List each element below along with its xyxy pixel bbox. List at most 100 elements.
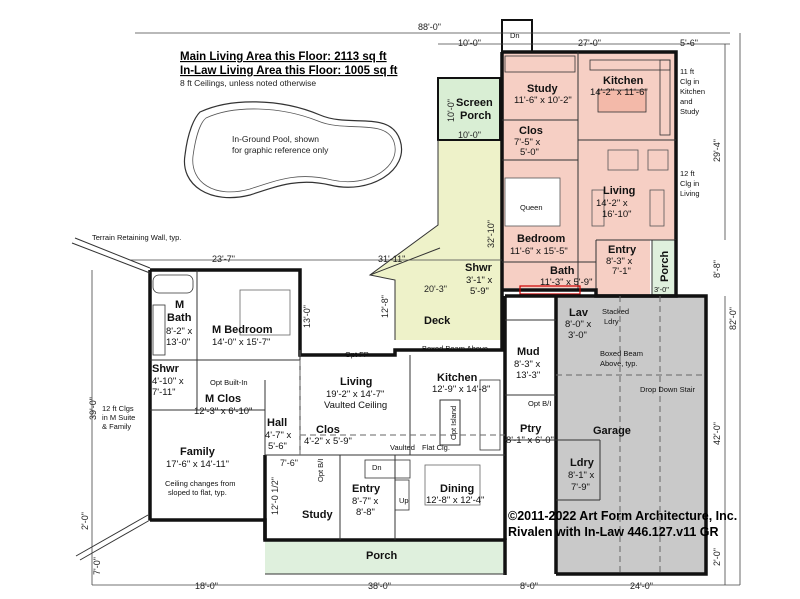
svg-text:5'-0": 5'-0": [520, 147, 539, 158]
deck-fill: [370, 130, 502, 340]
svg-text:8'-0" x: 8'-0" x: [565, 319, 592, 330]
svg-text:Opt B/I: Opt B/I: [528, 399, 551, 408]
dim-mbed-h: 13'-0": [302, 305, 312, 328]
svg-text:12 ft: 12 ft: [680, 169, 696, 178]
dim-right-c: 82'-0": [728, 307, 738, 330]
svg-text:4'-10" x: 4'-10" x: [152, 376, 184, 387]
svg-text:Up: Up: [399, 496, 409, 505]
room-lav: Lav: [569, 307, 589, 319]
svg-text:3'-1" x: 3'-1" x: [466, 275, 493, 286]
room-study-main: Study: [302, 509, 333, 521]
room-clos-main: Clos: [316, 424, 340, 436]
dim-hall-w: 7'-6": [280, 458, 298, 468]
room-porch-main: Porch: [366, 550, 397, 562]
plan-name: Rivalen with In-Law 446.127.v11 GR: [508, 525, 719, 539]
svg-text:19'-2" x 14'-7": 19'-2" x 14'-7": [326, 389, 384, 400]
room-m-clos: M Clos: [205, 393, 241, 405]
inlaw-suite-fill: [502, 52, 676, 296]
svg-text:Study: Study: [680, 107, 699, 116]
room-family: Family: [180, 446, 216, 458]
svg-text:8'-2" x: 8'-2" x: [166, 326, 193, 337]
room-bath-top: Bath: [550, 265, 575, 277]
screen-porch-outline: [437, 77, 501, 141]
room-ptry: Ptry: [520, 423, 542, 435]
svg-text:14'-0" x 15'-7": 14'-0" x 15'-7": [212, 337, 270, 348]
svg-text:Opt Island: Opt Island: [449, 406, 458, 440]
svg-text:Flat Clg.: Flat Clg.: [422, 443, 450, 452]
svg-text:11 ft: 11 ft: [680, 67, 695, 76]
svg-text:in M Suite: in M Suite: [102, 413, 135, 422]
svg-text:12'-3" x 6'-10": 12'-3" x 6'-10": [194, 406, 252, 417]
retaining-wall-note: Terrain Retaining Wall, typ.: [92, 233, 181, 242]
room-hall: Hall: [267, 417, 287, 429]
pool-shape: [183, 101, 403, 199]
dim-right-e: 2'-0": [712, 548, 722, 566]
retaining-wall-bottom: [79, 519, 151, 561]
svg-text:14'-2" x: 14'-2" x: [596, 198, 628, 209]
svg-text:12'-9" x 14'-8": 12'-9" x 14'-8": [432, 384, 490, 395]
dim-left-a: 39'-0": [88, 397, 98, 420]
porch-top-fill: [652, 240, 674, 296]
svg-text:12'-8" x 12'-4": 12'-8" x 12'-4": [426, 495, 484, 506]
dim-deck-diag: 32'-10": [486, 220, 496, 248]
svg-text:7'-11": 7'-11": [152, 387, 176, 398]
dim-right-d: 42'-0": [712, 422, 722, 445]
room-clos-top: Clos: [519, 125, 543, 137]
retaining-wall-top: [74, 237, 151, 269]
garage-wall: [556, 294, 708, 576]
svg-text:and: and: [680, 97, 693, 106]
dim-mid-b: 31'-11": [378, 254, 405, 264]
svg-text:sloped to flat, typ.: sloped to flat, typ.: [168, 488, 227, 497]
svg-text:7'-5" x: 7'-5" x: [514, 137, 541, 148]
svg-text:4'-7" x: 4'-7" x: [265, 430, 292, 441]
room-screen-porch: Screen: [456, 97, 493, 109]
svg-text:Vaulted Ceiling: Vaulted Ceiling: [324, 400, 387, 411]
dim-top-b: 27'-0": [578, 38, 601, 48]
dim-study-h: 12'-0 1/2": [270, 477, 280, 515]
opt-island: [439, 399, 461, 446]
drop-down-stair: Drop Down Stair: [640, 385, 696, 394]
svg-text:Dn: Dn: [510, 31, 520, 40]
svg-text:Clg in: Clg in: [680, 179, 699, 188]
stair-up: [394, 479, 410, 511]
svg-text:13'-3": 13'-3": [516, 370, 540, 381]
main-area-heading: Main Living Area this Floor: 2113 sq ft: [180, 51, 387, 63]
queen-bed: [504, 177, 561, 227]
pool-label-2: for graphic reference only: [232, 145, 329, 155]
room-entry-main: Entry: [352, 483, 381, 495]
screen-porch-fill: [438, 78, 500, 140]
dim-bot-b: 38'-0": [368, 581, 391, 591]
svg-text:8'-7" x: 8'-7" x: [352, 496, 379, 507]
dim-left-c: 7'-0": [92, 557, 102, 575]
room-bedroom-top: Bedroom: [517, 233, 566, 245]
pool-label-1: In-Ground Pool, shown: [232, 134, 319, 144]
inlaw-door-gap: [519, 285, 581, 295]
room-living-main: Living: [340, 376, 372, 388]
svg-text:8'-8": 8'-8": [356, 507, 375, 518]
svg-text:Opt FP: Opt FP: [345, 350, 369, 359]
room-dining: Dining: [440, 483, 474, 495]
inlaw-area-heading: In-Law Living Area this Floor: 1005 sq f…: [180, 65, 398, 77]
svg-text:5'-9": 5'-9": [470, 286, 489, 297]
svg-text:Living: Living: [680, 189, 700, 198]
svg-text:8'-3" x: 8'-3" x: [514, 359, 541, 370]
room-porch-top: Porch: [659, 251, 671, 282]
boxed-beam-note: Boxed Beam Above: [422, 344, 488, 353]
svg-text:8'-1" x 6'-0": 8'-1" x 6'-0": [506, 435, 554, 446]
dim-bot-c: 8'-0": [520, 581, 538, 591]
inlaw-outer-wall: [502, 50, 678, 240]
room-living-top: Living: [603, 185, 635, 197]
svg-text:Kitchen: Kitchen: [680, 87, 705, 96]
svg-text:Vaulted: Vaulted: [390, 443, 415, 452]
svg-text:17'-6" x 14'-11": 17'-6" x 14'-11": [166, 459, 229, 470]
svg-text:8'-1" x: 8'-1" x: [568, 470, 595, 481]
dim-bot-d: 24'-0": [630, 581, 653, 591]
svg-text:16'-10": 16'-10": [602, 209, 631, 220]
svg-text:Dn: Dn: [372, 463, 382, 472]
master-bed: [239, 289, 291, 336]
svg-text:14'-2" x 11'-6": 14'-2" x 11'-6": [590, 87, 648, 98]
room-kitchen-main: Kitchen: [437, 372, 478, 384]
dining-table: [424, 464, 481, 506]
dim-left-b: 2'-0": [80, 512, 90, 530]
